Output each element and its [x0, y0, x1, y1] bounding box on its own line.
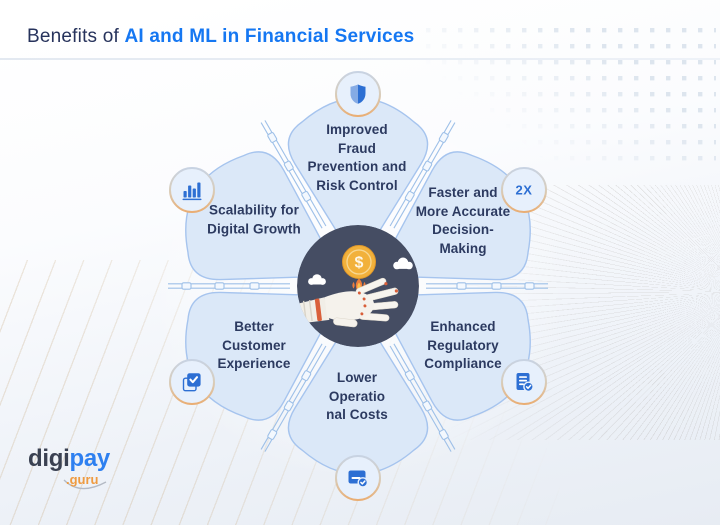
petal-label-customer: Better Customer Experience [217, 319, 291, 372]
petal-label-costs: Lower Operatio nal Costs [326, 370, 388, 423]
logo-pay: pay [69, 445, 110, 472]
header: Benefits of AI and ML in Financial Servi… [27, 26, 414, 49]
title-prefix: Benefits of [27, 26, 125, 47]
page-title: Benefits of AI and ML in Financial Servi… [27, 26, 414, 49]
dollar-coin-icon: $ [342, 245, 376, 279]
logo-digi: digi [28, 445, 70, 472]
benefit-icon-fraud [335, 71, 381, 117]
logo-guru: .guru [66, 472, 99, 487]
benefit-icon-costs [335, 455, 381, 501]
title-highlight: AI and ML in Financial Services [124, 26, 415, 47]
coin-dollar-sign: $ [355, 255, 364, 272]
digipay-logo: digipay .guru [28, 445, 110, 490]
petal-label-decision: Faster and More Accurate Decision- Makin… [415, 184, 511, 256]
petal-label-compliance: Enhanced Regulatory Compliance [424, 319, 502, 372]
logo-wordmark: digipay [28, 445, 110, 472]
petal-label-scalability: Scalability for Digital Growth [207, 202, 301, 236]
logo-swoosh [63, 479, 107, 490]
